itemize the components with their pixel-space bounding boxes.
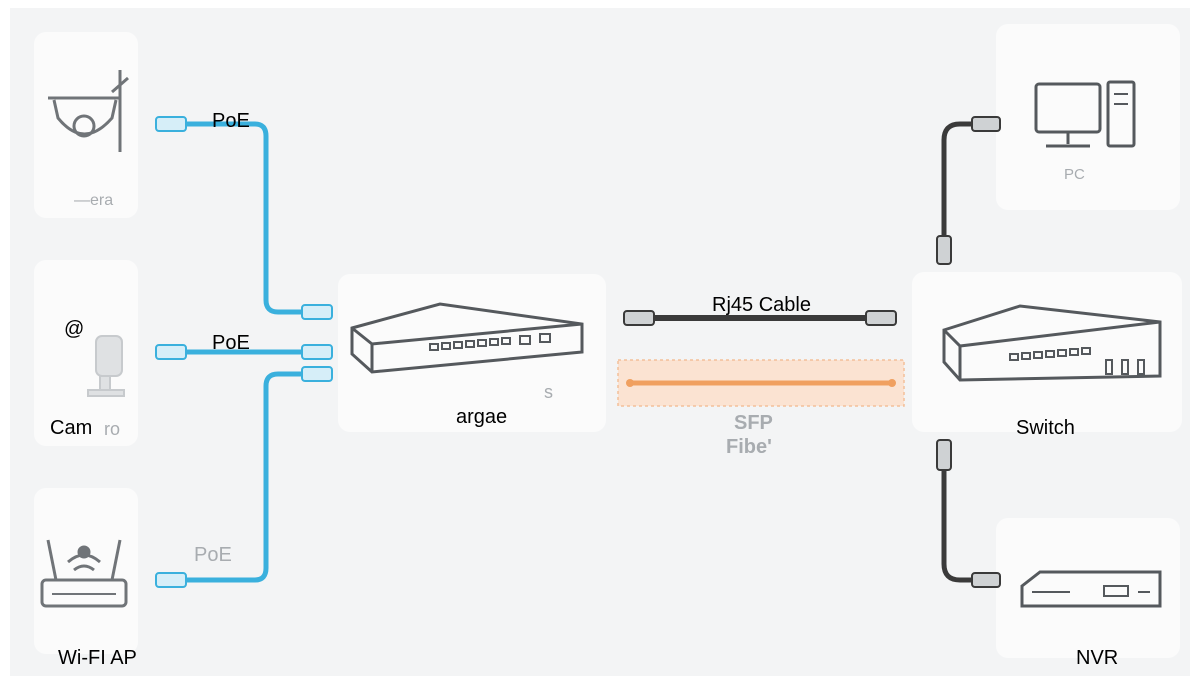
sfp-label: SFP	[734, 412, 773, 434]
sfp-fiber-cable	[617, 359, 905, 407]
poe-connector	[155, 116, 333, 588]
poe-label-dome: PoE	[212, 110, 250, 132]
wifi-ap-label: Wi-FI AP	[58, 647, 137, 669]
wifi-ap-icon	[40, 539, 128, 608]
rj45-cable	[623, 310, 897, 326]
pc-card	[996, 24, 1180, 210]
poe-label-bullet: PoE	[212, 332, 250, 354]
pc-cable-connector	[936, 235, 952, 265]
pc-label: PC	[1064, 166, 1085, 183]
bullet-camera-icon	[87, 335, 125, 397]
nvr-icon	[1020, 570, 1162, 608]
cam-label: Cam	[50, 417, 93, 439]
at-sign-label: @	[64, 318, 85, 340]
switch-icon	[942, 304, 1162, 382]
pc-cable	[941, 121, 979, 243]
fiber-label: Fibe'	[726, 436, 772, 458]
faded-camera-suffix: ro	[104, 419, 121, 439]
poe-cable-dome-camera	[182, 121, 305, 315]
nvr-cable-connector	[971, 572, 1001, 588]
faded-switch-suffix: s	[544, 382, 553, 402]
dome-camera-icon	[48, 70, 129, 152]
nvr-label: NVR	[1076, 647, 1119, 669]
poe-cable-wifi-ap	[182, 371, 305, 583]
faded-poe-label: PoE	[194, 544, 232, 566]
rj45-cable-label: Rj45 Cable	[712, 294, 811, 316]
nvr-cable	[941, 467, 979, 583]
pc-icon	[1034, 80, 1136, 148]
faded-camera-label: —era	[74, 192, 114, 209]
nvr-cable-connector	[936, 439, 952, 471]
poe-switch-icon	[350, 302, 584, 374]
nvr-card	[996, 518, 1180, 658]
switch-label: Switch	[1016, 417, 1075, 439]
wifi-ap-card	[34, 488, 138, 654]
argae-label: argae	[456, 406, 508, 428]
pc-cable-connector	[971, 116, 1001, 132]
